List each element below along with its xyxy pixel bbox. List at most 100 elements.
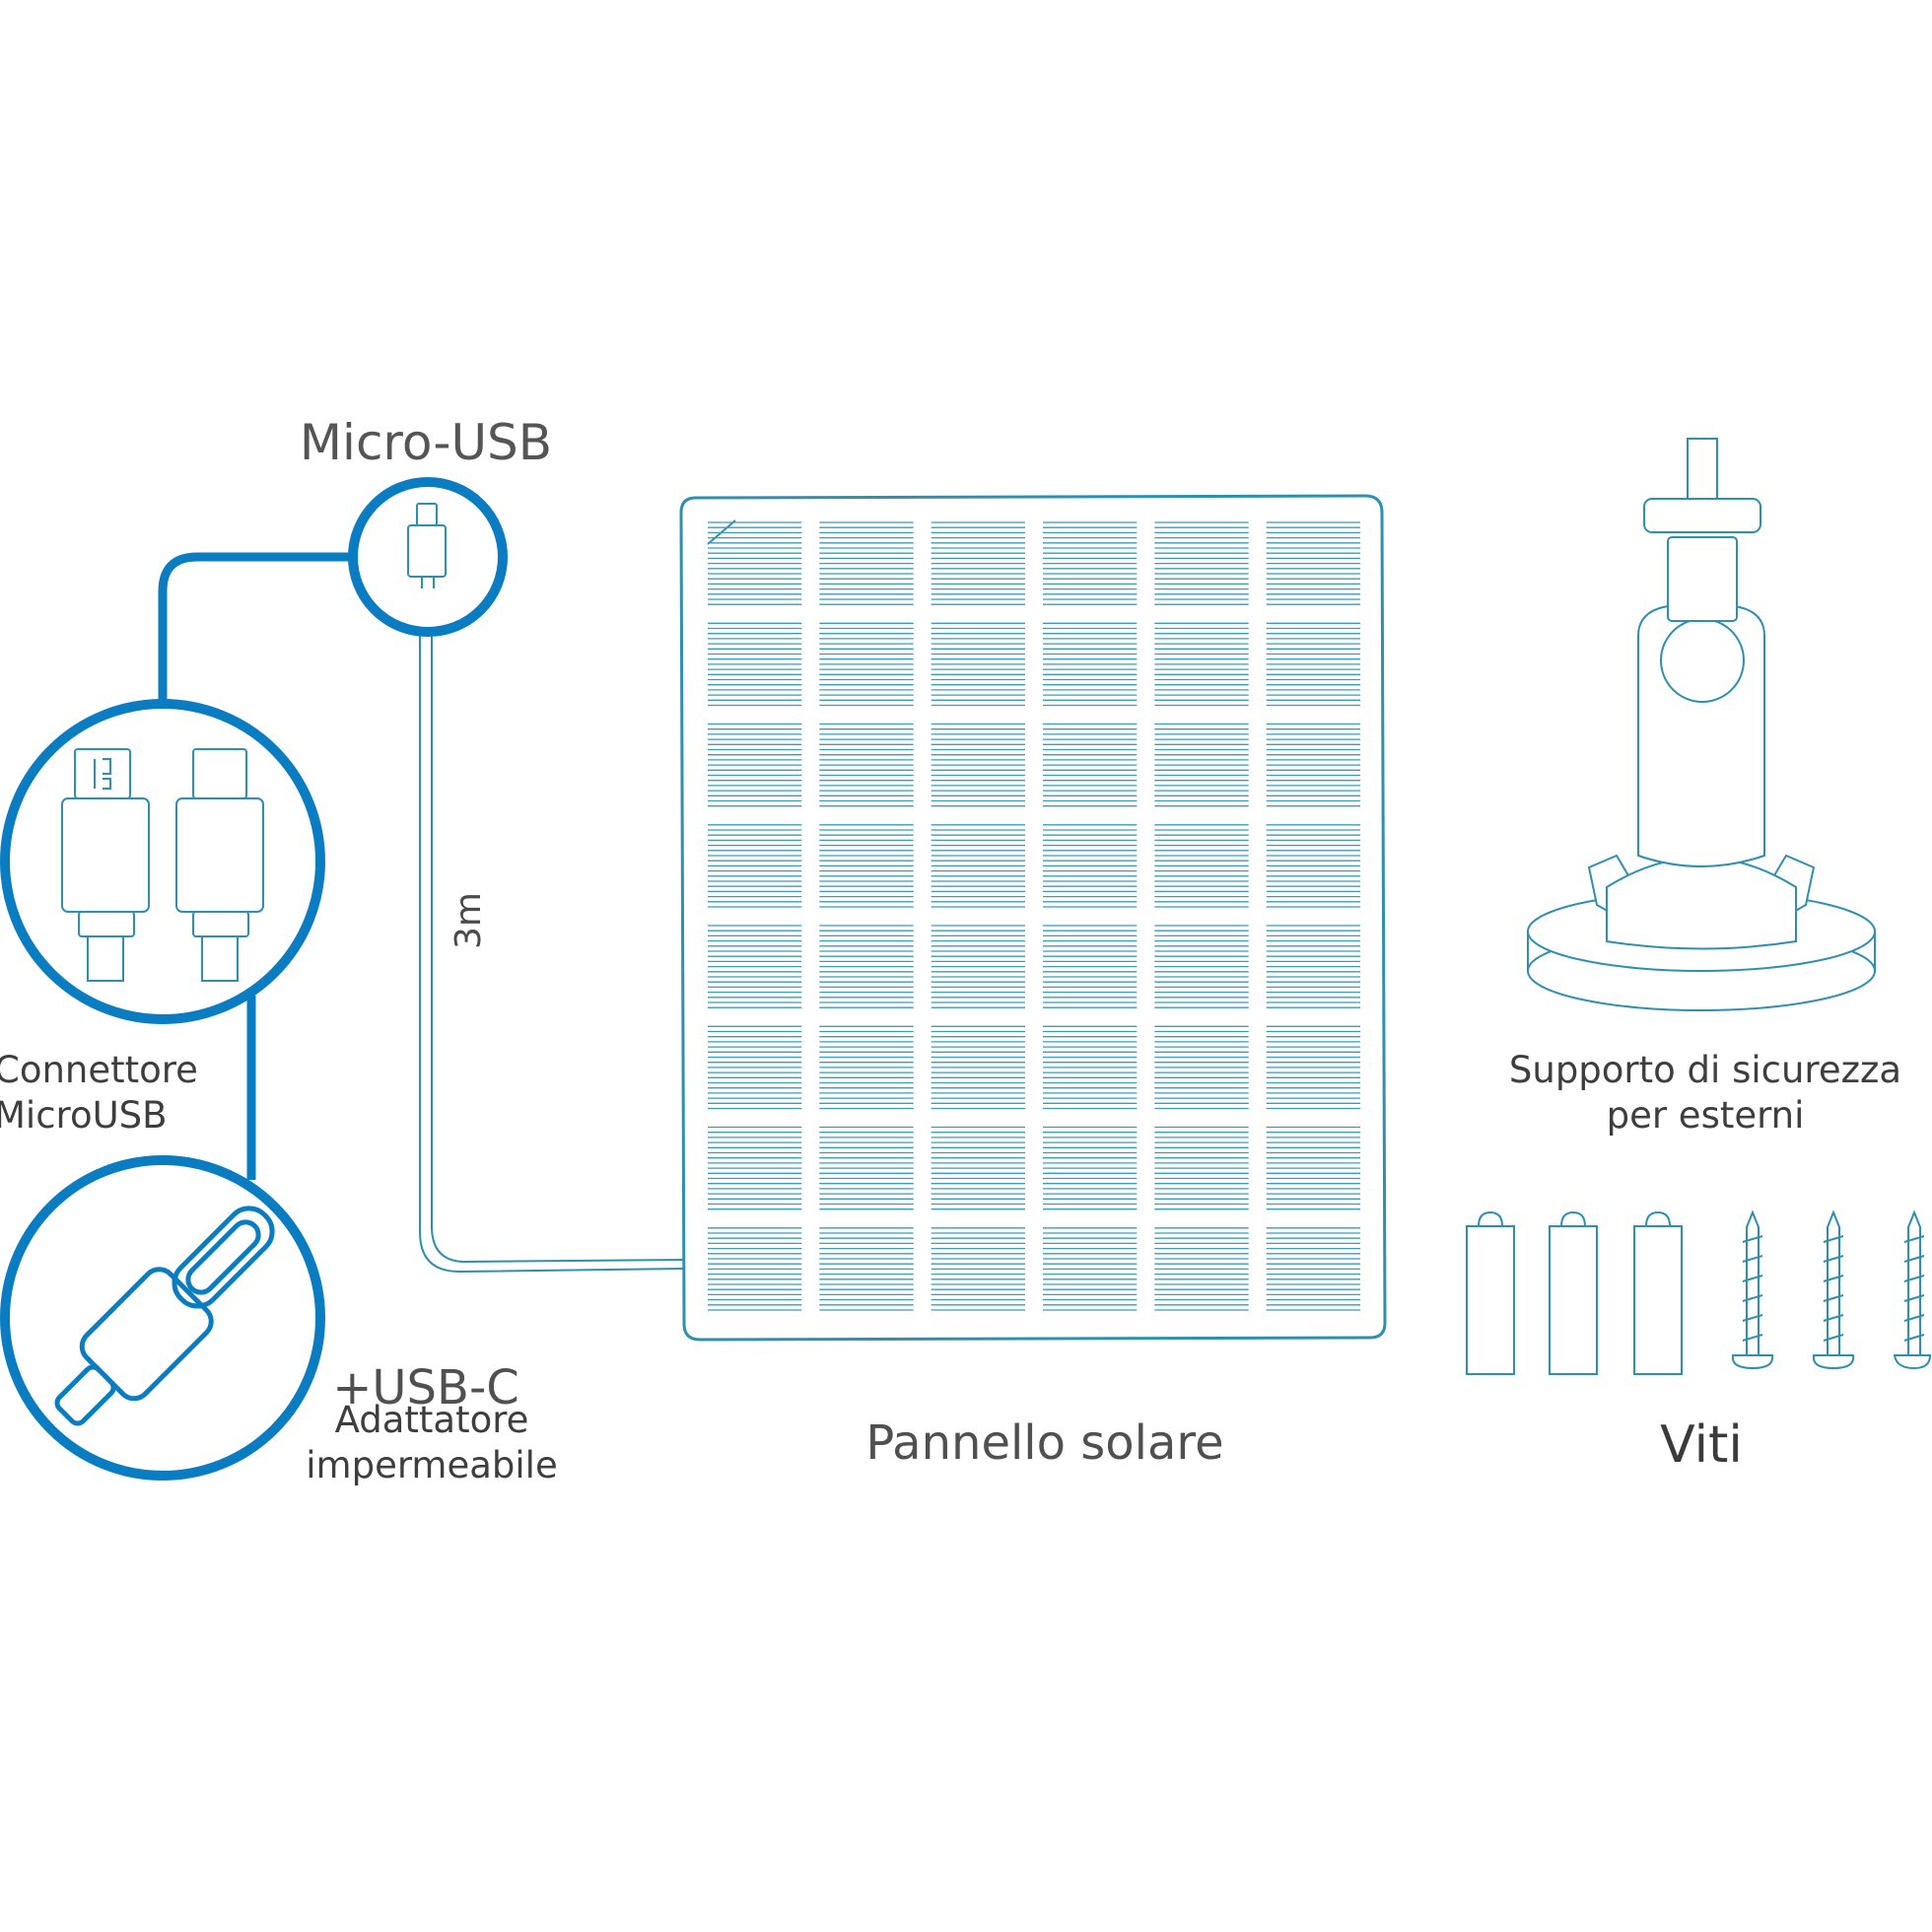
panel-cell bbox=[1266, 1025, 1360, 1110]
panel-cell-hatch bbox=[1043, 1025, 1138, 1110]
panel-cell-hatch bbox=[1266, 521, 1360, 605]
panel-cell-hatch bbox=[931, 1025, 1025, 1110]
panel-cell-hatch bbox=[1154, 622, 1249, 707]
panel-cell-hatch bbox=[1043, 824, 1138, 908]
panel-cell-hatch bbox=[1266, 1227, 1360, 1311]
panel-cells bbox=[708, 521, 1360, 1311]
panel-cell-hatch bbox=[931, 1227, 1025, 1311]
panel-cell-hatch bbox=[1154, 925, 1249, 1008]
connector-label: Connettore MicroUSB bbox=[0, 1048, 198, 1138]
panel-cell-hatch bbox=[931, 723, 1025, 807]
screw-icon bbox=[1731, 1209, 1774, 1370]
panel-cell-hatch bbox=[931, 622, 1025, 707]
panel-cell-hatch bbox=[708, 1025, 802, 1110]
panel-cell-hatch bbox=[819, 925, 914, 1008]
panel-cell-hatch bbox=[819, 1126, 914, 1210]
panel-cell-hatch bbox=[1266, 723, 1360, 807]
panel-cell bbox=[1154, 723, 1249, 807]
micro-usb-plug-icon bbox=[407, 503, 447, 588]
panel-cell-hatch bbox=[819, 824, 914, 908]
cable bbox=[419, 587, 687, 1274]
panel-cell bbox=[931, 521, 1025, 605]
panel-cell bbox=[1043, 1025, 1138, 1110]
panel-cell-hatch bbox=[1266, 622, 1360, 707]
panel-cell bbox=[1266, 1126, 1360, 1210]
panel-cell bbox=[819, 1126, 914, 1210]
panel-cell-hatch bbox=[819, 622, 914, 707]
panel-cell-hatch bbox=[708, 521, 802, 605]
wall-plug-icon bbox=[1549, 1210, 1598, 1375]
wall-plug-icon bbox=[1633, 1210, 1683, 1375]
panel-cell bbox=[1043, 521, 1138, 605]
panel-cell-hatch bbox=[1043, 1227, 1138, 1311]
screw-icon bbox=[1812, 1209, 1855, 1370]
panel-cell-hatch bbox=[819, 1227, 914, 1311]
panel-cell-hatch bbox=[931, 521, 1025, 605]
panel-cell-hatch bbox=[1266, 925, 1360, 1008]
panel-frame bbox=[679, 494, 1387, 1342]
screws-label: Viti bbox=[1660, 1415, 1743, 1475]
panel-cell-hatch bbox=[1266, 824, 1360, 908]
panel-cell bbox=[1154, 1126, 1249, 1210]
panel-cell bbox=[1266, 1227, 1360, 1311]
panel-cell bbox=[1154, 925, 1249, 1008]
panel-cell-hatch bbox=[819, 1025, 914, 1110]
panel-cell-hatch bbox=[1154, 1126, 1249, 1210]
panel-cell bbox=[708, 1126, 802, 1210]
panel-cell bbox=[708, 824, 802, 908]
panel-cell-hatch bbox=[1043, 925, 1138, 1008]
solar-panel bbox=[679, 494, 1387, 1342]
panel-cell-hatch bbox=[931, 925, 1025, 1008]
panel-cell bbox=[931, 925, 1025, 1008]
solar-panel-label: Pannello solare bbox=[865, 1415, 1224, 1471]
connector-detail bbox=[0, 699, 325, 1024]
panel-cell-hatch bbox=[708, 622, 802, 707]
panel-cell bbox=[1154, 622, 1249, 707]
panel-cell bbox=[1043, 622, 1138, 707]
panel-cell bbox=[931, 1227, 1025, 1311]
adapter-label-line2: impermeabile bbox=[306, 1444, 558, 1486]
panel-cell-hatch bbox=[1154, 521, 1249, 605]
panel-cell-hatch bbox=[1154, 723, 1249, 807]
panel-cell-hatch bbox=[819, 723, 914, 807]
panel-cell bbox=[1266, 824, 1360, 908]
wall-plug-icon bbox=[1466, 1210, 1515, 1375]
connector-label-line1: Connettore bbox=[0, 1049, 198, 1091]
mount-label-line1: Supporto di sicurezza bbox=[1508, 1049, 1902, 1091]
panel-cell-hatch bbox=[708, 824, 802, 908]
panel-cell-hatch bbox=[708, 925, 802, 1008]
panel-cell-hatch bbox=[1043, 521, 1138, 605]
panel-cell bbox=[1043, 1126, 1138, 1210]
panel-cell-hatch bbox=[708, 723, 802, 807]
usbc-label: +USB-C bbox=[332, 1360, 519, 1415]
panel-cell bbox=[708, 622, 802, 707]
panel-cell bbox=[819, 824, 914, 908]
panel-cell-hatch bbox=[708, 1227, 802, 1311]
panel-cell-hatch bbox=[931, 824, 1025, 908]
panel-cell bbox=[1154, 824, 1249, 908]
panel-cell-hatch bbox=[1266, 1126, 1360, 1210]
mount-label: Supporto di sicurezza per esterni bbox=[1509, 1048, 1901, 1138]
panel-cell bbox=[1154, 521, 1249, 605]
panel-cell bbox=[931, 723, 1025, 807]
connector-line-top bbox=[158, 552, 355, 702]
panel-cell bbox=[708, 521, 802, 605]
panel-cell bbox=[819, 723, 914, 807]
panel-cell bbox=[819, 1227, 914, 1311]
panel-cell-hatch bbox=[819, 521, 914, 605]
usb-c-plug-icon bbox=[54, 1206, 275, 1426]
mount-label-line2: per esterni bbox=[1606, 1094, 1805, 1137]
panel-cell-hatch bbox=[1154, 824, 1249, 908]
panel-cell-hatch bbox=[1266, 1025, 1360, 1110]
connector-label-line2: MicroUSB bbox=[0, 1094, 168, 1137]
panel-cell bbox=[1154, 1227, 1249, 1311]
panel-cell bbox=[1043, 1227, 1138, 1311]
panel-cell bbox=[819, 1025, 914, 1110]
panel-cell bbox=[1266, 723, 1360, 807]
panel-cell bbox=[819, 622, 914, 707]
panel-cell bbox=[1043, 824, 1138, 908]
panel-cell bbox=[708, 925, 802, 1008]
panel-cell-hatch bbox=[1043, 723, 1138, 807]
